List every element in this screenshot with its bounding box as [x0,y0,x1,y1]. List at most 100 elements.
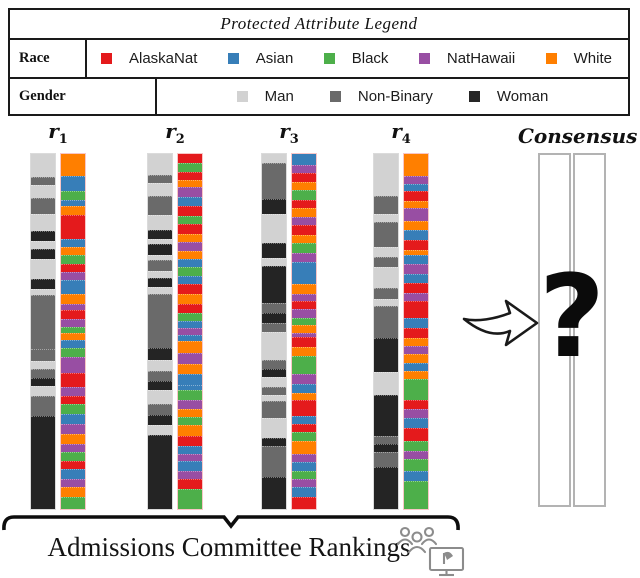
bar-segment [178,461,202,471]
asian-swatch-icon [227,53,239,64]
bar-segment [148,381,172,390]
bar-segment [148,238,172,245]
bar-segment [178,179,202,187]
bar-segment [404,417,428,428]
bar-segment [292,424,316,433]
white-swatch-icon [545,53,557,64]
bar-segment [374,371,398,395]
bar-segment [262,323,286,332]
bar-segment [148,370,172,382]
bar-segment [178,352,202,365]
bar-segment [61,461,85,470]
bar-segment [148,278,172,287]
bar-segment [148,403,172,415]
bar-segment [262,154,286,164]
bar-segment [374,267,398,289]
bar-segment [31,176,55,186]
bar-segment [178,216,202,225]
consensus-race-bar-empty [573,153,606,507]
legend-item-label: AlaskaNat [129,50,198,67]
ranking-r3-race-bar [291,153,317,510]
bar-segment [292,453,316,463]
bar-segment [61,310,85,320]
committee-people-icon [396,526,438,554]
gender-legend-item: Woman [468,88,548,105]
woman-swatch-icon [468,91,480,102]
bar-segment [292,200,316,209]
bar-segment [61,479,85,488]
alaskanat-swatch-icon [101,53,112,64]
bar-segment [178,478,202,489]
bar-segment [292,347,316,356]
legend-item-label: Non-Binary [357,88,433,105]
bar-segment [404,263,428,274]
bar-segment [404,221,428,230]
bar-segment [178,313,202,322]
bar-segment [262,243,286,259]
bar-segment [178,334,202,341]
bar-segment [31,295,55,350]
bar-segment [31,154,55,177]
bar-segment [61,254,85,264]
bar-segment [178,384,202,390]
ranking-r2-label: r2 [165,119,185,147]
bar-segment [31,377,55,387]
bar-segment [404,229,428,240]
bar-segment [374,451,398,468]
bar-segment [292,301,316,310]
bar-segment [292,208,316,218]
bar-segment [292,181,316,191]
bar-segment [374,306,398,338]
race-row-label: Race [10,40,87,77]
gender-legend-item: Non-Binary [329,88,433,105]
legend-item-label: Black [351,50,389,67]
bar-segment [292,217,316,226]
bar-segment [61,280,85,294]
bar-segment [262,199,286,215]
bar-segment [148,183,172,197]
bar-segment [31,395,55,417]
bar-segment [61,293,85,304]
bar-segment [404,175,428,184]
bar-segment [404,239,428,250]
bar-segment [31,289,55,296]
bar-segment [61,272,85,281]
bar-segment [404,273,428,283]
bar-segment [404,480,428,509]
bar-segment [292,243,316,254]
bar-segment [292,415,316,425]
bar-segment [148,348,172,361]
bar-segment [61,433,85,444]
bar-segment [148,434,172,509]
bar-segment [61,340,85,349]
bar-segment [404,378,428,401]
bar-segment [292,225,316,236]
bar-segment [292,355,316,375]
bar-segment [178,283,202,294]
consensus-label: Consensus [518,124,638,148]
bar-segment [262,400,286,418]
bar-segment [61,199,85,207]
bar-segment [404,318,428,329]
bar-segment [61,497,85,509]
bar-segment [374,298,398,307]
bar-segment [178,328,202,335]
bar-segment [292,479,316,488]
bar-segment [404,183,428,192]
bar-segment [178,250,202,259]
bar-segment [148,230,172,239]
bar-segment [404,345,428,354]
bar-segment [178,321,202,329]
bar-segment [404,338,428,346]
bar-segment [61,443,85,453]
bar-segment [148,425,172,435]
bar-segment [292,235,316,244]
ranking-r2-race-bar [177,153,203,510]
bar-segment [292,487,316,497]
bar-segment [262,163,286,200]
bar-segment [61,246,85,255]
ranking-r3-label: r3 [279,119,299,147]
bar-segment [404,292,428,301]
